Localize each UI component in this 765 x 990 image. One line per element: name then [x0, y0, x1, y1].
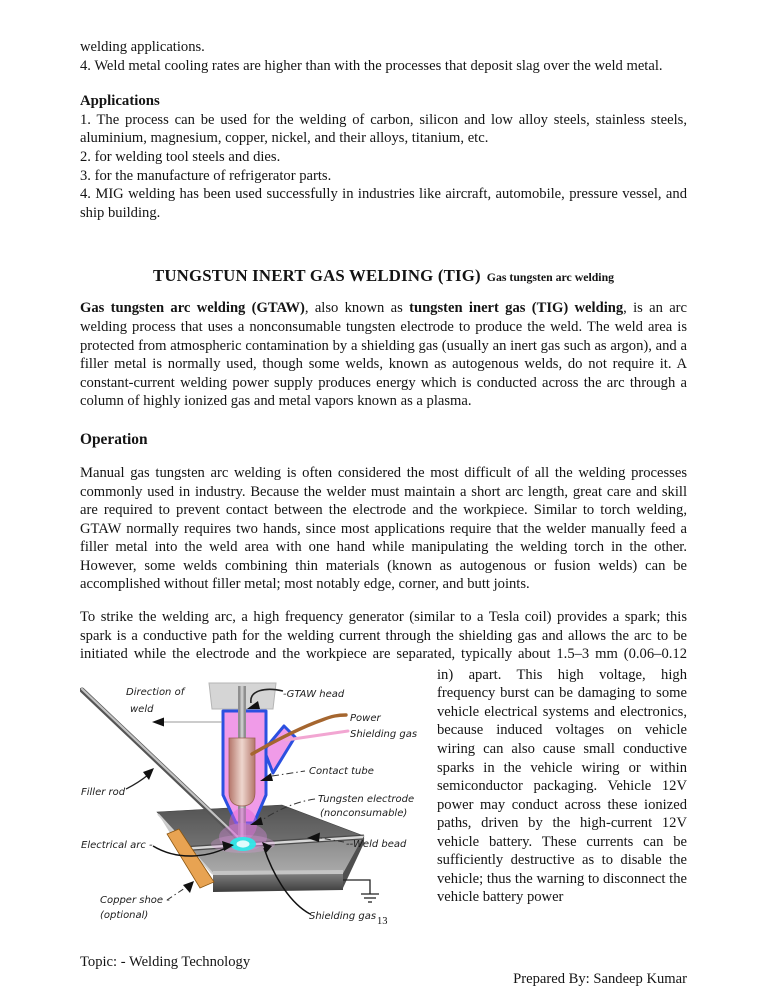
tig-diagram: Direction of weld -GTAW head Power Shiel…: [79, 666, 437, 947]
tig-diagram-svg: Direction of weld -GTAW head Power Shiel…: [79, 682, 417, 927]
power-wire: [250, 713, 348, 756]
arc-glow: [211, 807, 275, 853]
copper-shoe-label: Copper shoe -: [100, 895, 170, 906]
intro-paragraph: Gas tungsten arc welding (GTAW), also kn…: [80, 300, 688, 410]
wrapped-column-paragraph: in) apart. This high voltage, high frequ…: [437, 666, 687, 906]
arc-strike-paragraph: To strike the welding arc, a high freque…: [80, 609, 687, 663]
application-item: 3. for the manufacture of refrigerator p…: [80, 167, 332, 184]
contact-tube-label: Contact tube: [309, 766, 374, 777]
tungsten-electrode-label: Tungsten electrode: [318, 794, 414, 805]
application-item: 4. MIG welding has been used successfull…: [80, 186, 687, 221]
carryover-line: welding applications.: [80, 39, 205, 55]
title-subtitle: Gas tungsten arc welding: [486, 270, 615, 285]
copper-shoe-label: (optional): [100, 910, 148, 921]
contact-tube-arrowhead: [260, 772, 273, 781]
gtaw-head-label: -GTAW head: [283, 689, 345, 700]
filler-rod-label: Filler rod: [81, 787, 126, 798]
leader-lines: [125, 688, 345, 915]
electrical-arc-label: Electrical arc -: [81, 840, 153, 851]
weld-bead-arrowhead: [307, 832, 320, 842]
direction-of-weld-label: weld: [130, 704, 154, 715]
figure-labels: Direction of weld -GTAW head Power Shiel…: [81, 687, 417, 927]
operation-heading: Operation: [80, 430, 148, 448]
shielding-gas-bottom-label: Shielding gas: [309, 911, 376, 922]
prepared-by-footer: Prepared By: Sandeep Kumar: [513, 970, 687, 987]
shielding-gas-wire: [284, 729, 350, 742]
ground-symbol: [343, 879, 379, 903]
power-label: Power: [350, 713, 381, 724]
application-item: 1. The process can be used for the weldi…: [80, 111, 687, 147]
gtaw-torch: [208, 682, 350, 838]
point-4-line: 4. Weld metal cooling rates are higher t…: [80, 57, 663, 74]
copper-shoe-shape: [166, 828, 215, 889]
direction-of-weld-label: Direction of: [126, 687, 186, 698]
electrical-arc-arrowhead: [222, 840, 234, 851]
application-item: 2. for welding tool steels and dies.: [80, 148, 281, 165]
topic-footer: Topic: - Welding Technology: [80, 953, 251, 970]
torch-branch: [262, 724, 297, 775]
operation-paragraph: Manual gas tungsten arc welding is often…: [80, 464, 687, 593]
section-title: TUNGSTUN INERT GAS WELDING (TIG) Gas tung…: [80, 266, 687, 286]
figure-and-column-row: Direction of weld -GTAW head Power Shiel…: [79, 666, 687, 947]
intro-continued-block: welding applications. 4. Weld metal cool…: [80, 38, 687, 75]
direction-arrowhead: [152, 717, 164, 727]
title-main: TUNGSTUN INERT GAS WELDING (TIG): [152, 266, 481, 286]
tungsten-electrode-label: (nonconsumable): [320, 808, 407, 819]
shielding-gas-top-label: Shielding gas: [350, 729, 417, 740]
page-number: 13: [377, 916, 388, 927]
electrode-arrowhead: [250, 816, 263, 825]
copper-shoe-arrowhead: [183, 880, 194, 893]
applications-heading: Applications: [80, 93, 160, 110]
filler-rod-shape: [79, 687, 243, 843]
contact-tube-shape: [228, 737, 256, 807]
gtaw-head-arrowhead: [247, 700, 260, 709]
filler-rod-arrowhead: [143, 767, 154, 780]
shielding-gas-arrowhead: [262, 841, 272, 853]
weld-bead-label: --Weld bead: [346, 839, 407, 850]
